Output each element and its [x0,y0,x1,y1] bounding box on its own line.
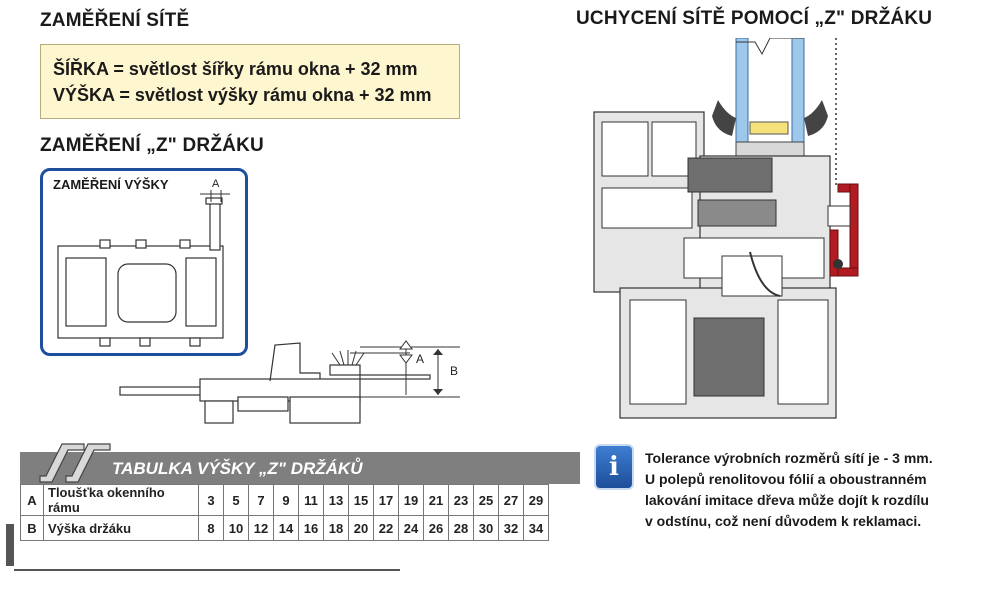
note-line: v odstínu, což není důvodem k reklamaci. [645,513,922,529]
holder-icon [39,443,111,483]
table-row: B Výška držáku 8 10 12 14 16 18 20 22 24… [20,515,549,541]
table-cell: 16 [298,515,324,541]
info-icon: i [594,444,634,490]
table-cell: 5 [223,484,249,516]
heading-mounting: UCHYCENÍ SÍTĚ POMOCÍ „Z" DRŽÁKU [576,8,933,29]
table-cell: 24 [398,515,424,541]
row-key: B [20,515,44,541]
table-cell: 25 [473,484,499,516]
formula-height: VÝŠKA = světlost výšky rámu okna + 32 mm [53,85,432,105]
table-cell: 18 [323,515,349,541]
table-row: A Tloušťka okenního rámu 3 5 7 9 11 13 1… [20,484,549,516]
table-cell: 34 [523,515,549,541]
dim-a: A [416,352,424,366]
table-cell: 8 [198,515,224,541]
table-cell: 23 [448,484,474,516]
table-cell: 28 [448,515,474,541]
table-cell: 11 [298,484,324,516]
table-cell: 9 [273,484,299,516]
heading-holder-measurement: ZAMĚŘENÍ „Z" DRŽÁKU [40,135,264,156]
heading-net-measurement: ZAMĚŘENÍ SÍTĚ [40,10,190,31]
formula-width: ŠÍŘKA = světlost šířky rámu okna + 32 mm [53,59,418,79]
row-label: Tloušťka okenního rámu [43,484,199,516]
table-cell: 7 [248,484,274,516]
table-cell: 27 [498,484,524,516]
row-label: Výška držáku [43,515,199,541]
table-cell: 29 [523,484,549,516]
table-cell: 17 [373,484,399,516]
note-line: U polepů renolitovou fólií a oboustranné… [645,471,927,487]
bottom-rule [14,569,400,571]
table-cell: 21 [423,484,449,516]
note-line: Tolerance výrobních rozměrů sítí je - 3 … [645,450,933,466]
table-cell: 14 [273,515,299,541]
table-cell: 3 [198,484,224,516]
frame-section-drawing: A [57,178,230,347]
dim-b: B [450,364,458,378]
table-cell: 13 [323,484,349,516]
table-title: TABULKA VÝŠKY „Z" DRŽÁKŮ [112,459,363,478]
dim-a-small: A [212,178,220,190]
note-line: lakování imitace dřeva může dojít k rozd… [645,492,929,508]
box-title: ZAMĚŘENÍ VÝŠKY [53,177,169,192]
formula-box: ŠÍŘKA = světlost šířky rámu okna + 32 mm… [40,44,460,119]
table-cell: 15 [348,484,374,516]
holder-detail-drawing: A B [119,340,460,424]
window-section-drawing [593,38,859,419]
row-key: A [20,484,44,516]
table-cell: 26 [423,515,449,541]
table-cell: 32 [498,515,524,541]
table-cell: 19 [398,484,424,516]
table-cell: 20 [348,515,374,541]
table-cell: 30 [473,515,499,541]
holder-height-table: A Tloušťka okenního rámu 3 5 7 9 11 13 1… [20,484,549,541]
table-header-bar: TABULKA VÝŠKY „Z" DRŽÁKŮ [20,443,580,484]
table-cell: 22 [373,515,399,541]
table-cell: 10 [223,515,249,541]
tolerance-note: Tolerance výrobních rozměrů sítí je - 3 … [645,450,985,540]
table-cell: 12 [248,515,274,541]
page-side-marker [6,524,14,566]
